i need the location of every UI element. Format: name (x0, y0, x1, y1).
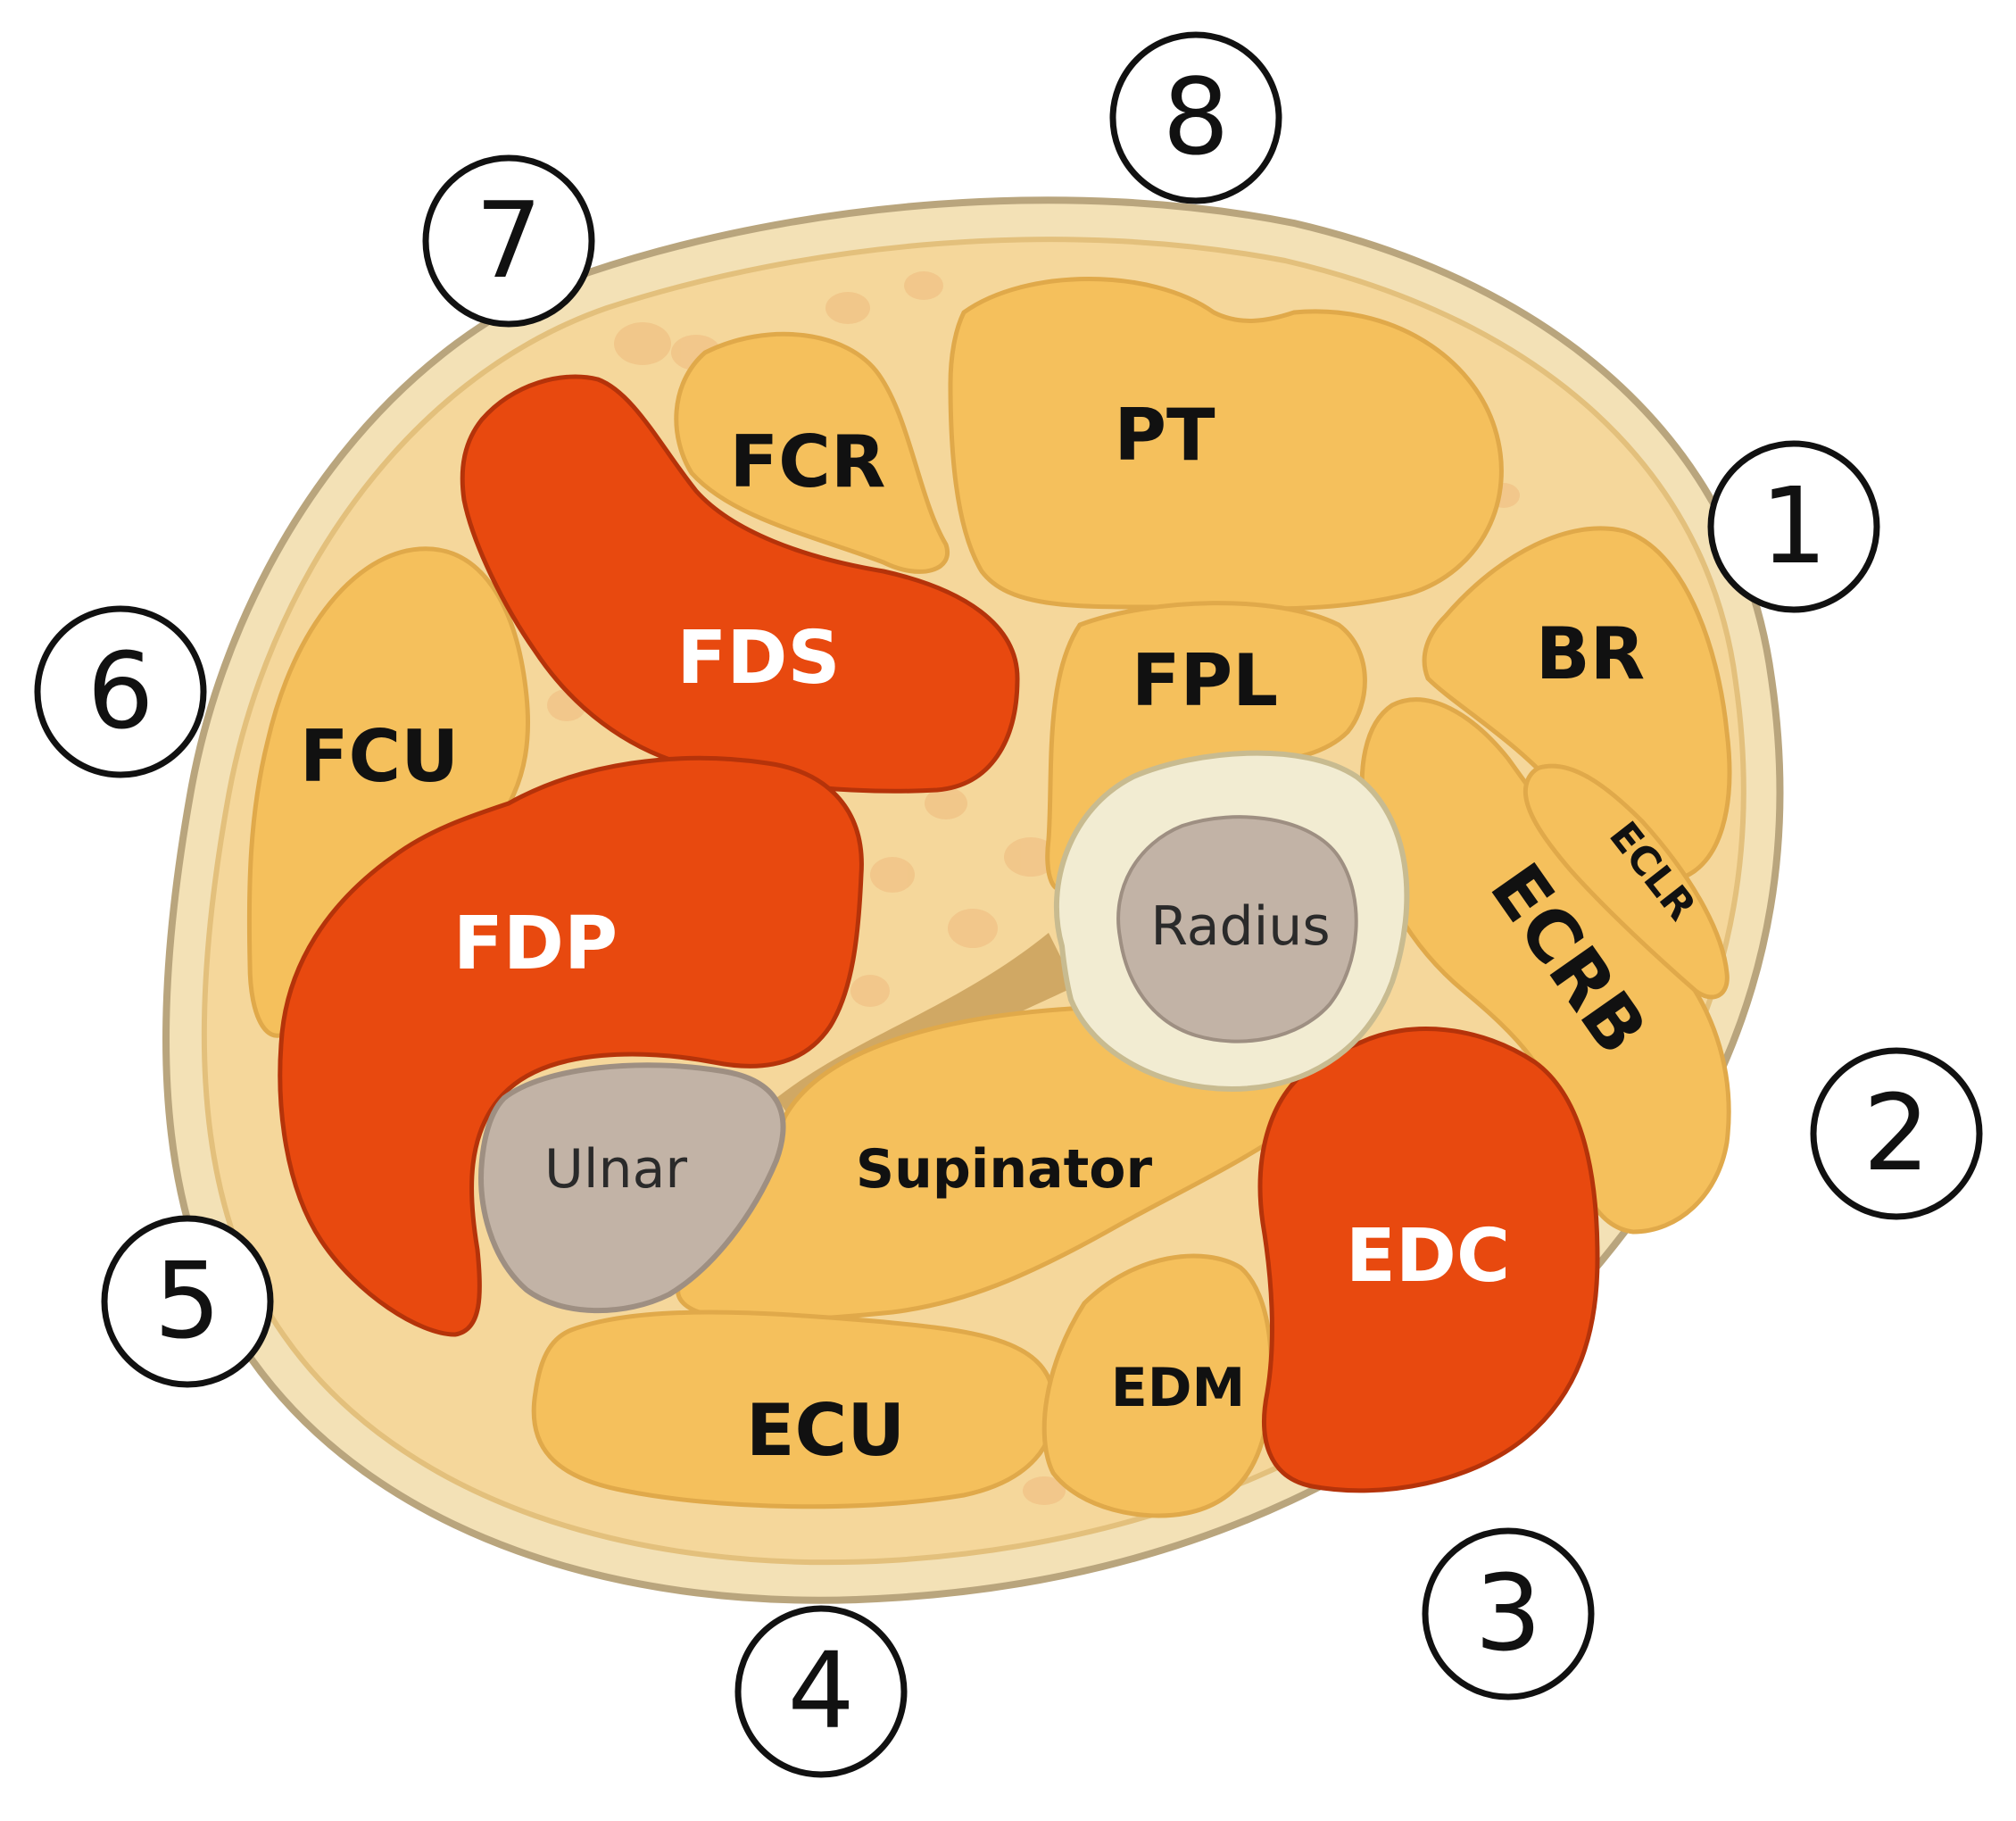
muscles-red (278, 374, 1600, 1493)
fat-globules (547, 271, 1559, 1505)
label-fcu: FCU (300, 715, 459, 798)
fds-muscle (460, 374, 1020, 794)
position-markers: 1 2 3 4 5 6 7 8 (34, 31, 1983, 1778)
radius-marrow (1116, 815, 1358, 1044)
fdp-muscle (278, 755, 864, 1337)
marker-3-number: 3 (1474, 1551, 1541, 1675)
marker-3: 3 (1422, 1527, 1595, 1700)
marker-5-number: 5 (153, 1239, 220, 1362)
marker-5: 5 (101, 1215, 274, 1388)
marker-6-number: 6 (87, 629, 153, 753)
marker-8: 8 (1109, 31, 1282, 204)
br-muscle (1422, 526, 1732, 883)
label-fpl: FPL (1132, 639, 1278, 722)
bones (478, 750, 1410, 1314)
marker-7: 7 (422, 154, 595, 328)
label-fdp: FDP (453, 902, 618, 986)
label-fds: FDS (676, 616, 840, 701)
marker-4-number: 4 (787, 1629, 854, 1752)
label-edc: EDC (1346, 1214, 1510, 1299)
label-ulnar: Ulnar (544, 1138, 687, 1201)
ulnar-bone (478, 1062, 786, 1314)
pt-muscle (948, 277, 1504, 611)
marker-2-number: 2 (1863, 1071, 1929, 1194)
label-radius: Radius (1150, 895, 1330, 958)
marker-8-number: 8 (1162, 55, 1229, 179)
marker-2: 2 (1810, 1047, 1983, 1220)
marker-1-number: 1 (1760, 464, 1827, 587)
edc-muscle (1257, 1027, 1600, 1493)
marker-1: 1 (1707, 440, 1880, 613)
marker-7-number: 7 (475, 179, 542, 302)
label-pt: PT (1114, 394, 1215, 477)
label-ecu: ECU (746, 1389, 905, 1472)
marker-6: 6 (34, 605, 207, 778)
ecu-muscle (531, 1310, 1057, 1509)
edm-muscle (1041, 1253, 1274, 1518)
marker-4: 4 (734, 1605, 908, 1778)
fcr-muscle (674, 331, 950, 574)
label-supinator: Supinator (856, 1138, 1153, 1201)
label-fcr: FCR (730, 420, 886, 503)
label-edm: EDM (1111, 1357, 1246, 1419)
label-br: BR (1536, 612, 1646, 695)
eclr-muscle (1522, 763, 1730, 1000)
